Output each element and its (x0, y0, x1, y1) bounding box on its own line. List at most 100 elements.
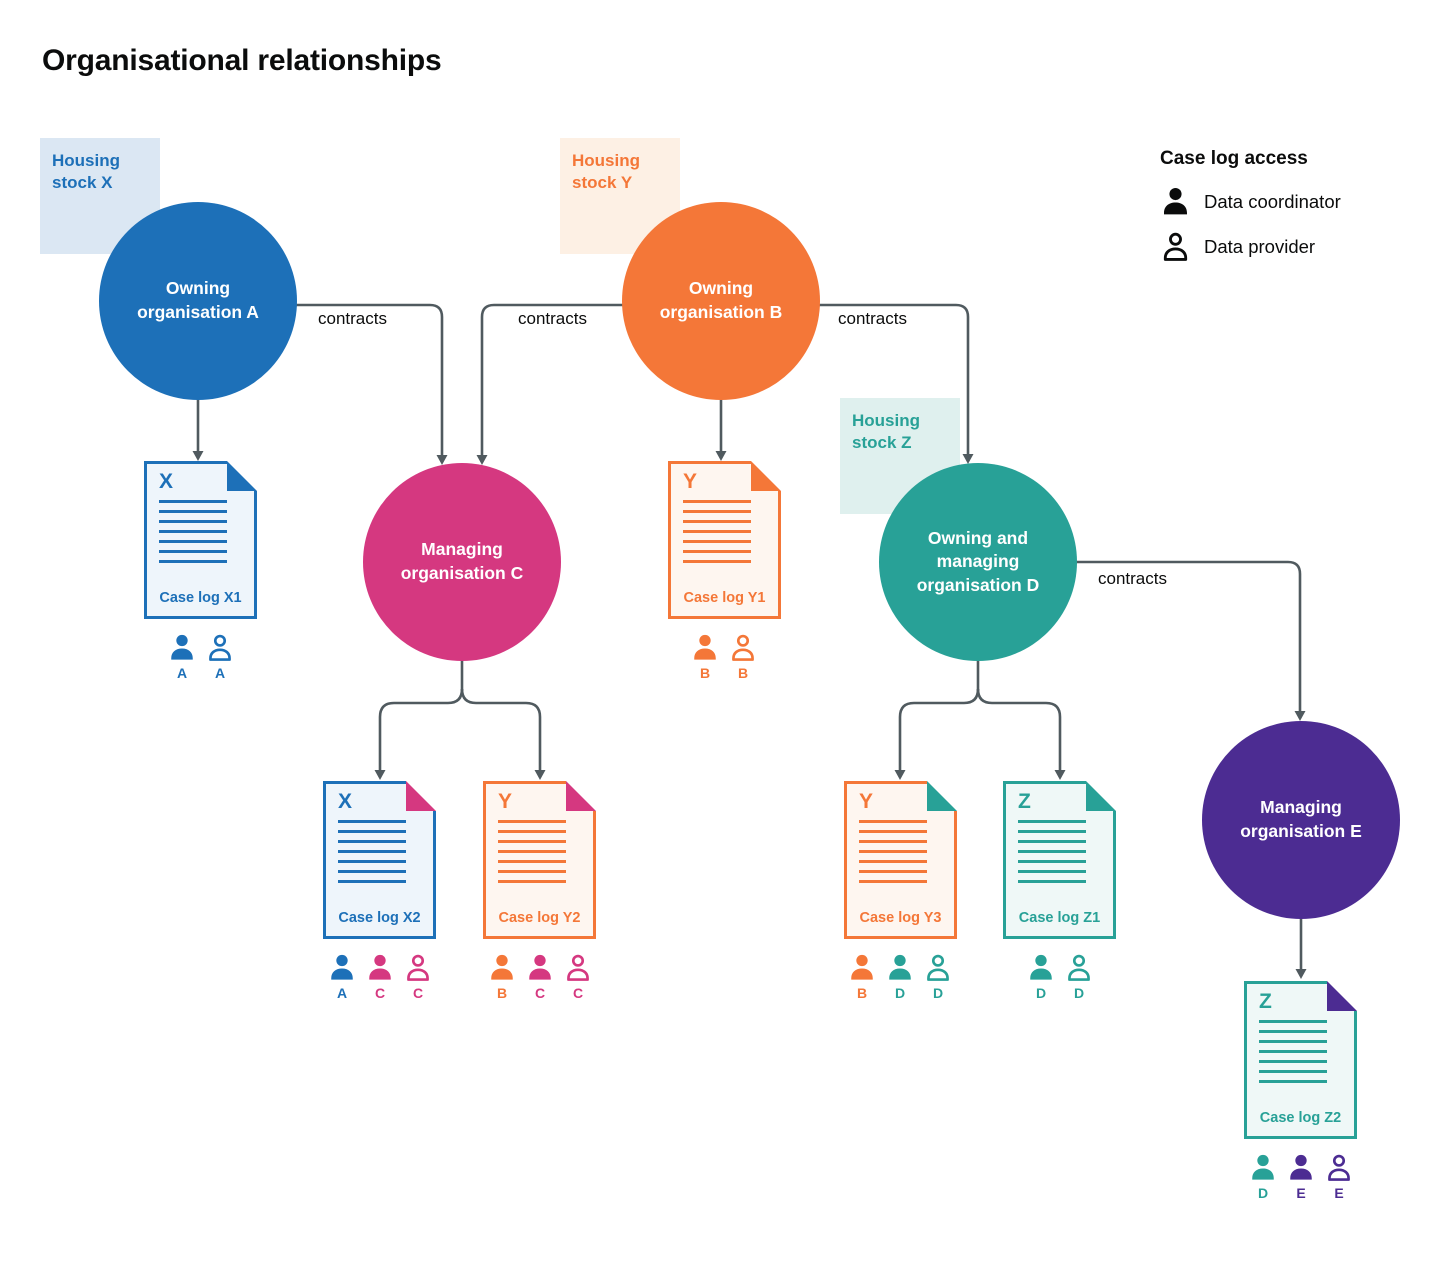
case-log-x2-access: A C C (328, 953, 433, 1001)
legend-item-data-provider: Data provider (1160, 231, 1341, 262)
org-c-label: Managing organisation C (400, 539, 524, 583)
arrow-d-to-caselog-y3 (894, 688, 980, 780)
access-person: B (848, 953, 877, 1001)
legend-label-provider: Data provider (1204, 235, 1316, 257)
access-person: C (366, 953, 395, 1001)
person-filled-icon (1287, 1153, 1316, 1182)
org-b-label: Owning organisation B (659, 278, 783, 322)
housing-stock-y-label: Housing stock Y (572, 151, 640, 193)
access-person: A (328, 953, 357, 1001)
case-log-x1-access: A A (168, 633, 235, 681)
arrow-c-to-caselog-x2 (374, 688, 464, 780)
org-e-label: Managing organisation E (1240, 797, 1362, 841)
case-log-doc-y1: Y Case log Y1 (668, 461, 781, 619)
arrow-d-to-caselog-z1 (976, 688, 1066, 780)
access-person: A (168, 633, 197, 681)
folded-corner (406, 781, 436, 811)
access-org-letter: A (214, 665, 226, 681)
access-org-letter: E (1334, 1185, 1344, 1201)
legend-label-coordinator: Data coordinator (1204, 190, 1341, 212)
case-log-doc-z2: Z Case log Z2 (1244, 981, 1357, 1139)
access-person: E (1325, 1153, 1354, 1201)
folded-corner (566, 781, 596, 811)
folded-corner (1086, 781, 1116, 811)
access-org-letter: D (1257, 1185, 1269, 1201)
person-filled-icon (328, 953, 357, 982)
arrow-d-to-e (978, 560, 1306, 721)
legend-item-data-coordinator: Data coordinator (1160, 186, 1341, 217)
legend-title: Case log access (1160, 148, 1308, 169)
doc-text-lines (1018, 820, 1087, 885)
case-log-y1-access: B B (691, 633, 758, 681)
case-log-doc-y2: Y Case log Y2 (483, 781, 596, 939)
org-circle-a: Owning organisation A (99, 202, 297, 400)
access-org-letter: C (572, 985, 584, 1001)
case-log-z2-access: D E E (1249, 1153, 1354, 1201)
arrow-b-to-d (721, 303, 974, 464)
access-person: D (1249, 1153, 1278, 1201)
person-outline-icon (404, 953, 433, 982)
case-log-y3-access: B D D (848, 953, 953, 1001)
access-person: B (488, 953, 517, 1001)
doc-text-lines (683, 500, 752, 565)
person-filled-icon (488, 953, 517, 982)
folded-corner (751, 461, 781, 491)
case-log-doc-x1: X Case log X1 (144, 461, 257, 619)
housing-stock-x-label: Housing stock X (52, 151, 120, 193)
org-circle-d: Owning and managing organisation D (879, 463, 1077, 661)
case-log-y2-label: Case log Y2 (498, 910, 581, 926)
access-org-letter: D (932, 985, 944, 1001)
person-filled-icon (848, 953, 877, 982)
housing-stock-z-label: Housing stock Z (852, 411, 920, 453)
person-filled-icon (168, 633, 197, 662)
access-person: B (691, 633, 720, 681)
contracts-label-d-e: contracts (1098, 569, 1167, 588)
access-person: A (206, 633, 235, 681)
case-log-x1-label: Case log X1 (159, 590, 242, 606)
person-outline-icon (924, 953, 953, 982)
person-outline-icon (564, 953, 593, 982)
person-filled-icon (1249, 1153, 1278, 1182)
doc-stock-letter: X (338, 790, 353, 813)
case-log-y3-label: Case log Y3 (859, 910, 942, 926)
doc-stock-letter: Y (683, 470, 698, 493)
access-org-letter: E (1296, 1185, 1306, 1201)
org-circle-b: Owning organisation B (622, 202, 820, 400)
person-outline-icon (729, 633, 758, 662)
access-org-letter: C (534, 985, 546, 1001)
doc-text-lines (859, 820, 928, 885)
access-person: D (1027, 953, 1056, 1001)
access-org-letter: D (894, 985, 906, 1001)
access-org-letter: B (737, 665, 749, 681)
case-log-z2-label: Case log Z2 (1259, 1110, 1342, 1126)
access-person: E (1287, 1153, 1316, 1201)
doc-stock-letter: X (159, 470, 174, 493)
doc-stock-letter: Z (1259, 990, 1272, 1013)
contracts-label-a-c: contracts (318, 309, 387, 328)
access-person: D (924, 953, 953, 1001)
access-org-letter: A (336, 985, 348, 1001)
access-person: D (886, 953, 915, 1001)
case-log-doc-y3: Y Case log Y3 (844, 781, 957, 939)
access-org-letter: A (176, 665, 188, 681)
folded-corner (927, 781, 957, 811)
case-log-y1-label: Case log Y1 (683, 590, 766, 606)
person-filled-icon (1027, 953, 1056, 982)
doc-stock-letter: Z (1018, 790, 1031, 813)
case-log-z1-access: D D (1027, 953, 1094, 1001)
access-person: C (404, 953, 433, 1001)
org-circle-c: Managing organisation C (363, 463, 561, 661)
folded-corner (227, 461, 257, 491)
access-person: C (526, 953, 555, 1001)
doc-stock-letter: Y (859, 790, 874, 813)
arrow-a-to-c (198, 303, 448, 465)
access-org-letter: D (1035, 985, 1047, 1001)
contracts-label-b-d: contracts (838, 309, 907, 328)
person-filled-icon (691, 633, 720, 662)
contracts-label-b-c: contracts (518, 309, 587, 328)
access-org-letter: C (374, 985, 386, 1001)
arrow-b-to-c (476, 303, 721, 465)
person-outline-icon (1065, 953, 1094, 982)
person-filled-icon (526, 953, 555, 982)
